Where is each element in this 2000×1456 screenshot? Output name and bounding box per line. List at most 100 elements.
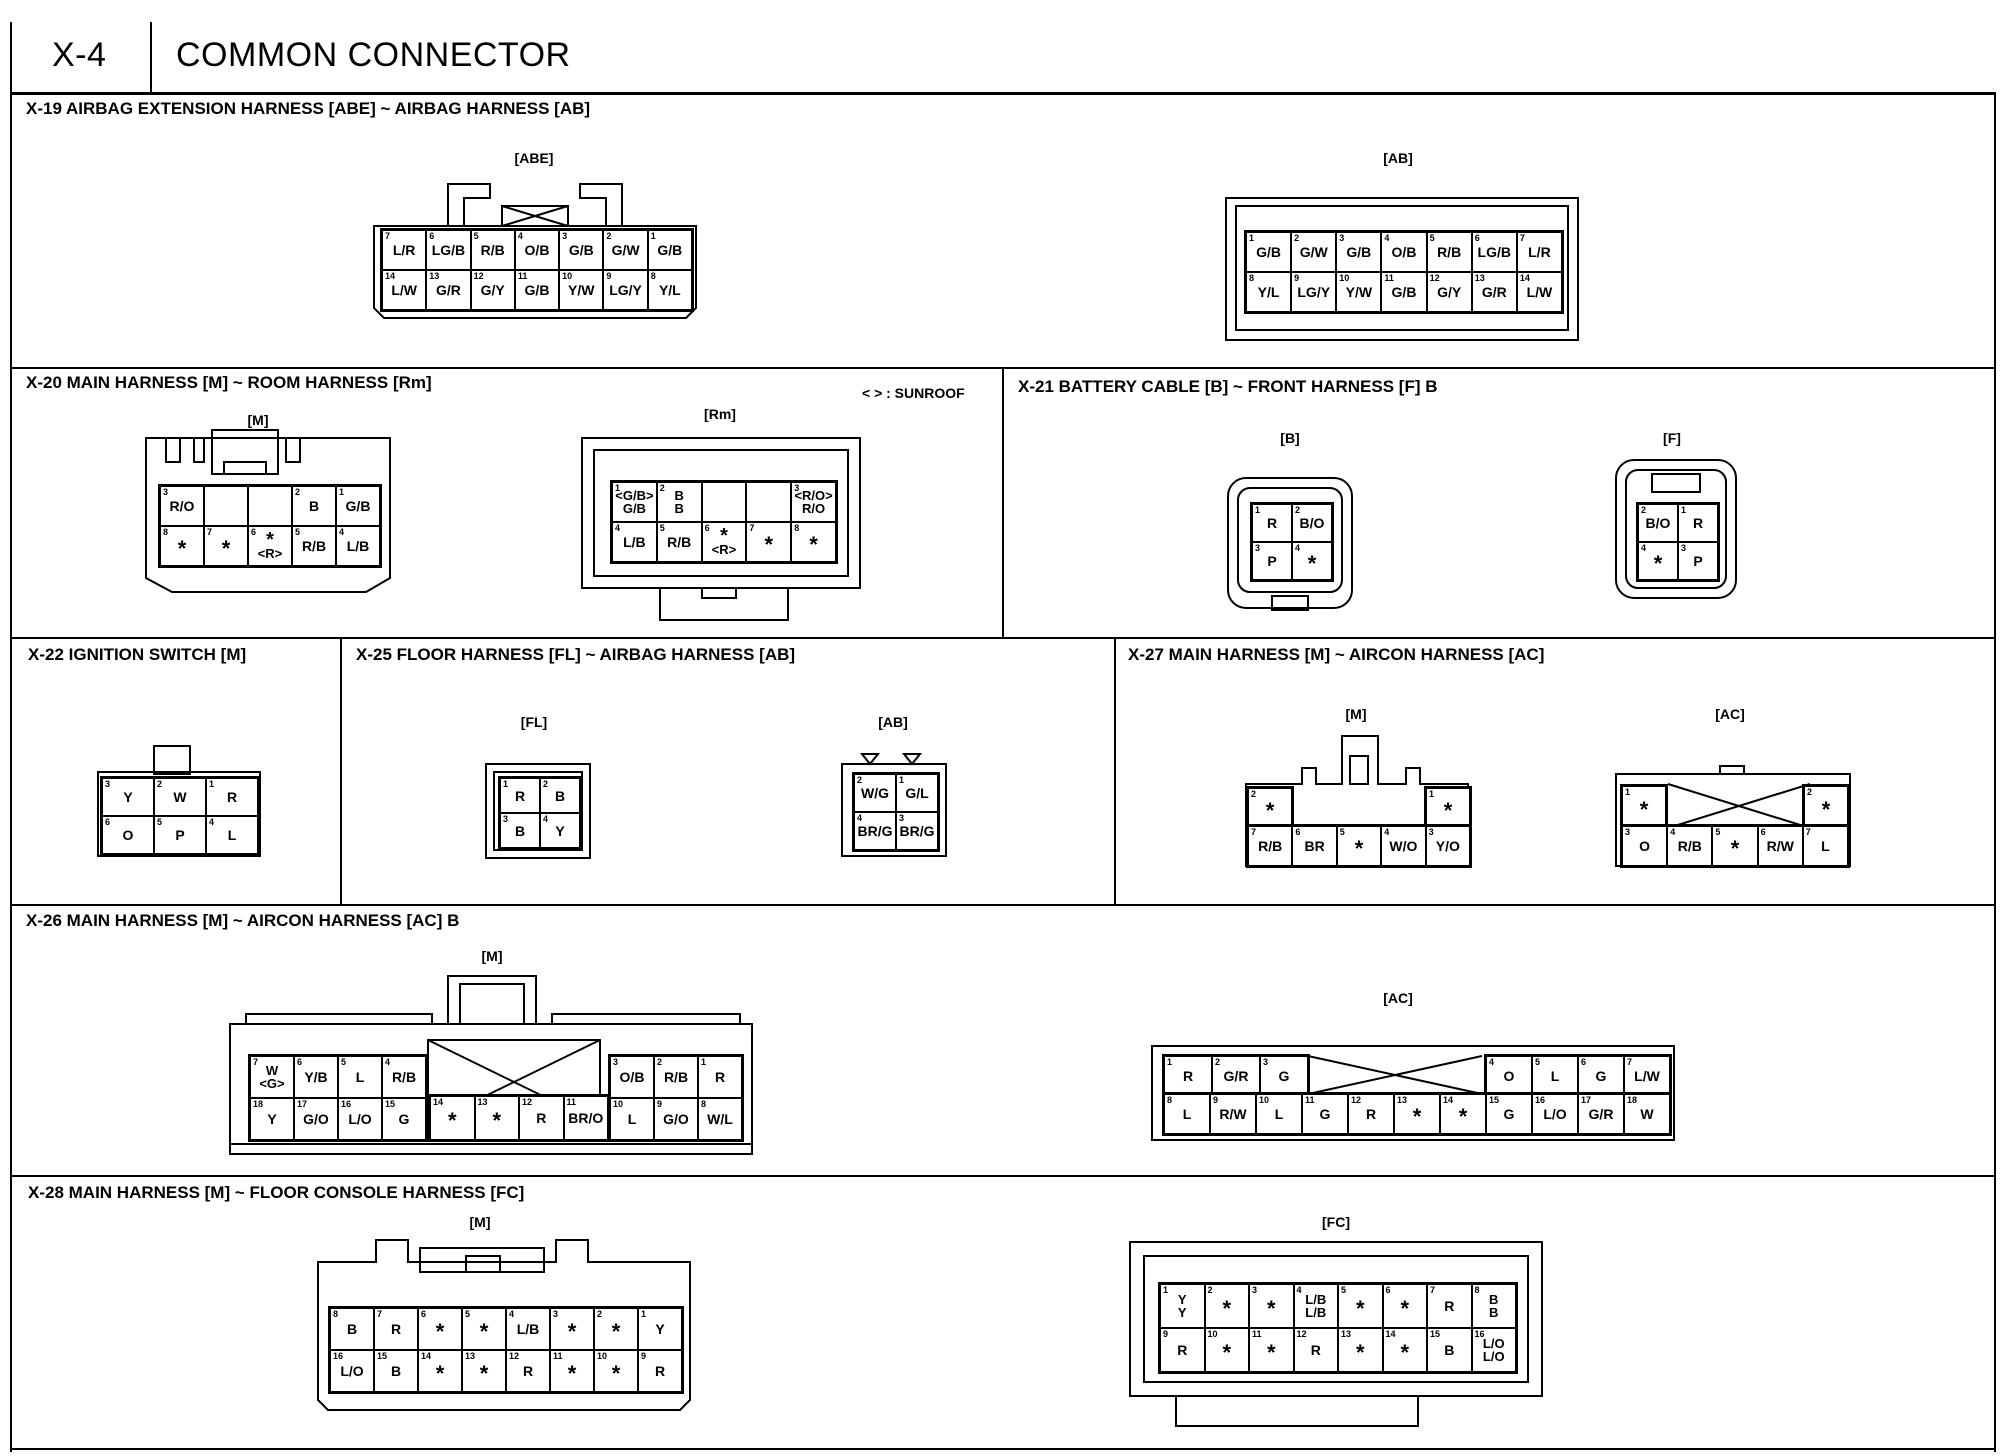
pin-number: 7 <box>1627 1057 1633 1067</box>
pin-number: 2 <box>606 231 612 241</box>
x27-m-pin-2: 2* <box>1246 786 1294 830</box>
pin-number: 3 <box>1428 827 1434 837</box>
pin-number: 5 <box>1341 1285 1347 1295</box>
wire-color: * <box>479 1319 489 1344</box>
wire-color: G/O <box>303 1111 329 1127</box>
wire-color: R/B <box>480 242 505 258</box>
wire-color: G/Y <box>1437 284 1462 300</box>
pin-cell: 2* <box>1248 788 1292 828</box>
pin-cell: 5* <box>462 1308 506 1350</box>
wire-color: * <box>1266 1340 1276 1365</box>
pin-cell: 5* <box>1712 826 1758 866</box>
pin-number: 18 <box>1627 1095 1638 1105</box>
wire-color: * <box>1730 836 1740 861</box>
pin-cell: 7* <box>204 526 248 566</box>
wire-color: G <box>1319 1106 1331 1122</box>
pin-cell: 13* <box>462 1350 506 1392</box>
pin-number: 1 <box>701 1057 707 1067</box>
wire-color: R <box>514 787 526 804</box>
pin-number: 12 <box>1429 273 1440 283</box>
x19-ab-label: [AB] <box>1383 150 1413 166</box>
wire-color: O/B <box>524 242 550 258</box>
wire-color: L <box>1274 1106 1284 1122</box>
wire-color: * <box>1222 1296 1232 1321</box>
wire-color: W/L <box>707 1111 733 1127</box>
pin-number: 16 <box>1474 1329 1485 1339</box>
wire-color: B/O <box>1645 515 1671 531</box>
pin-cell: 3* <box>1249 1284 1294 1328</box>
wire-color: R <box>1692 515 1704 531</box>
wire-color: G/B <box>657 242 683 258</box>
wire-color: O <box>1639 838 1651 854</box>
pin-number: 3 <box>105 779 111 789</box>
wire-color: * <box>1266 1296 1276 1321</box>
pin-number: 2 <box>1807 787 1813 797</box>
pin-number: 12 <box>1296 1329 1307 1339</box>
pin-number: 7 <box>1251 827 1257 837</box>
wire-color: B <box>1444 1342 1455 1358</box>
pin-number: 6 <box>421 1309 427 1319</box>
pin-number: 2 <box>657 1057 663 1067</box>
pin-number: 1 <box>1429 789 1435 799</box>
pin-number: 6 <box>251 527 257 537</box>
header-code: X-4 <box>52 36 107 74</box>
page-border-right <box>1994 95 1996 1452</box>
pin-number: 4 <box>543 814 549 824</box>
empty-cavity <box>746 482 792 522</box>
pin-number: 16 <box>341 1099 352 1109</box>
wire-color: B <box>554 787 566 804</box>
pin-number: 14 <box>1385 1329 1396 1339</box>
wire-color: L/R <box>392 242 416 258</box>
wire-color: R <box>1310 1342 1321 1358</box>
pin-number: 6 <box>105 817 111 827</box>
wire-color: R <box>522 1363 534 1379</box>
x26-m-label: [M] <box>481 948 503 964</box>
wire-color: Y <box>123 789 133 805</box>
x20-title: X-20 MAIN HARNESS [M] ~ ROOM HARNESS [Rm… <box>26 373 432 392</box>
wire-color: * <box>1355 1340 1365 1365</box>
pin-number: 7 <box>1430 1285 1436 1295</box>
x20-sunroof-note: < > : SUNROOF <box>862 385 965 401</box>
x27-title: X-27 MAIN HARNESS [M] ~ AIRCON HARNESS [… <box>1128 645 1545 664</box>
wire-color: G <box>1595 1068 1607 1084</box>
pin-number: 4 <box>209 817 215 827</box>
wire-color: Y/L <box>658 282 681 298</box>
x19-abe-label: [ABE] <box>514 150 554 166</box>
wire-color: L/W <box>391 282 417 298</box>
pin-cell: 2* <box>594 1308 638 1350</box>
wire-color: L/O <box>340 1363 364 1379</box>
pin-cell: 2* <box>1204 1284 1249 1328</box>
x21-title: X-21 BATTERY CABLE [B] ~ FRONT HARNESS [… <box>1018 377 1438 396</box>
pin-number: 10 <box>613 1099 624 1109</box>
